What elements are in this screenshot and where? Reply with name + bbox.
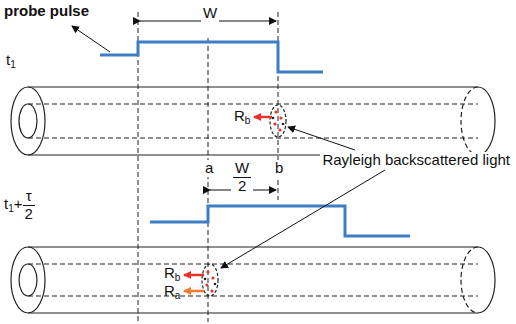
backscatter-label: Rb — [234, 108, 250, 125]
time-label: t1 — [6, 52, 16, 69]
rayleigh-label: Rayleigh backscattered light — [320, 152, 512, 169]
point-label: a — [203, 160, 215, 177]
backscatter-label: Ra — [164, 283, 180, 300]
time-label: t1+τ2 — [4, 188, 35, 222]
width-label: W — [201, 5, 219, 22]
probe-pulse-label: probe pulse — [4, 3, 89, 20]
point-label: b — [273, 160, 285, 177]
half-width-label: W2 — [231, 160, 253, 194]
backscatter-label: Rb — [164, 265, 180, 282]
